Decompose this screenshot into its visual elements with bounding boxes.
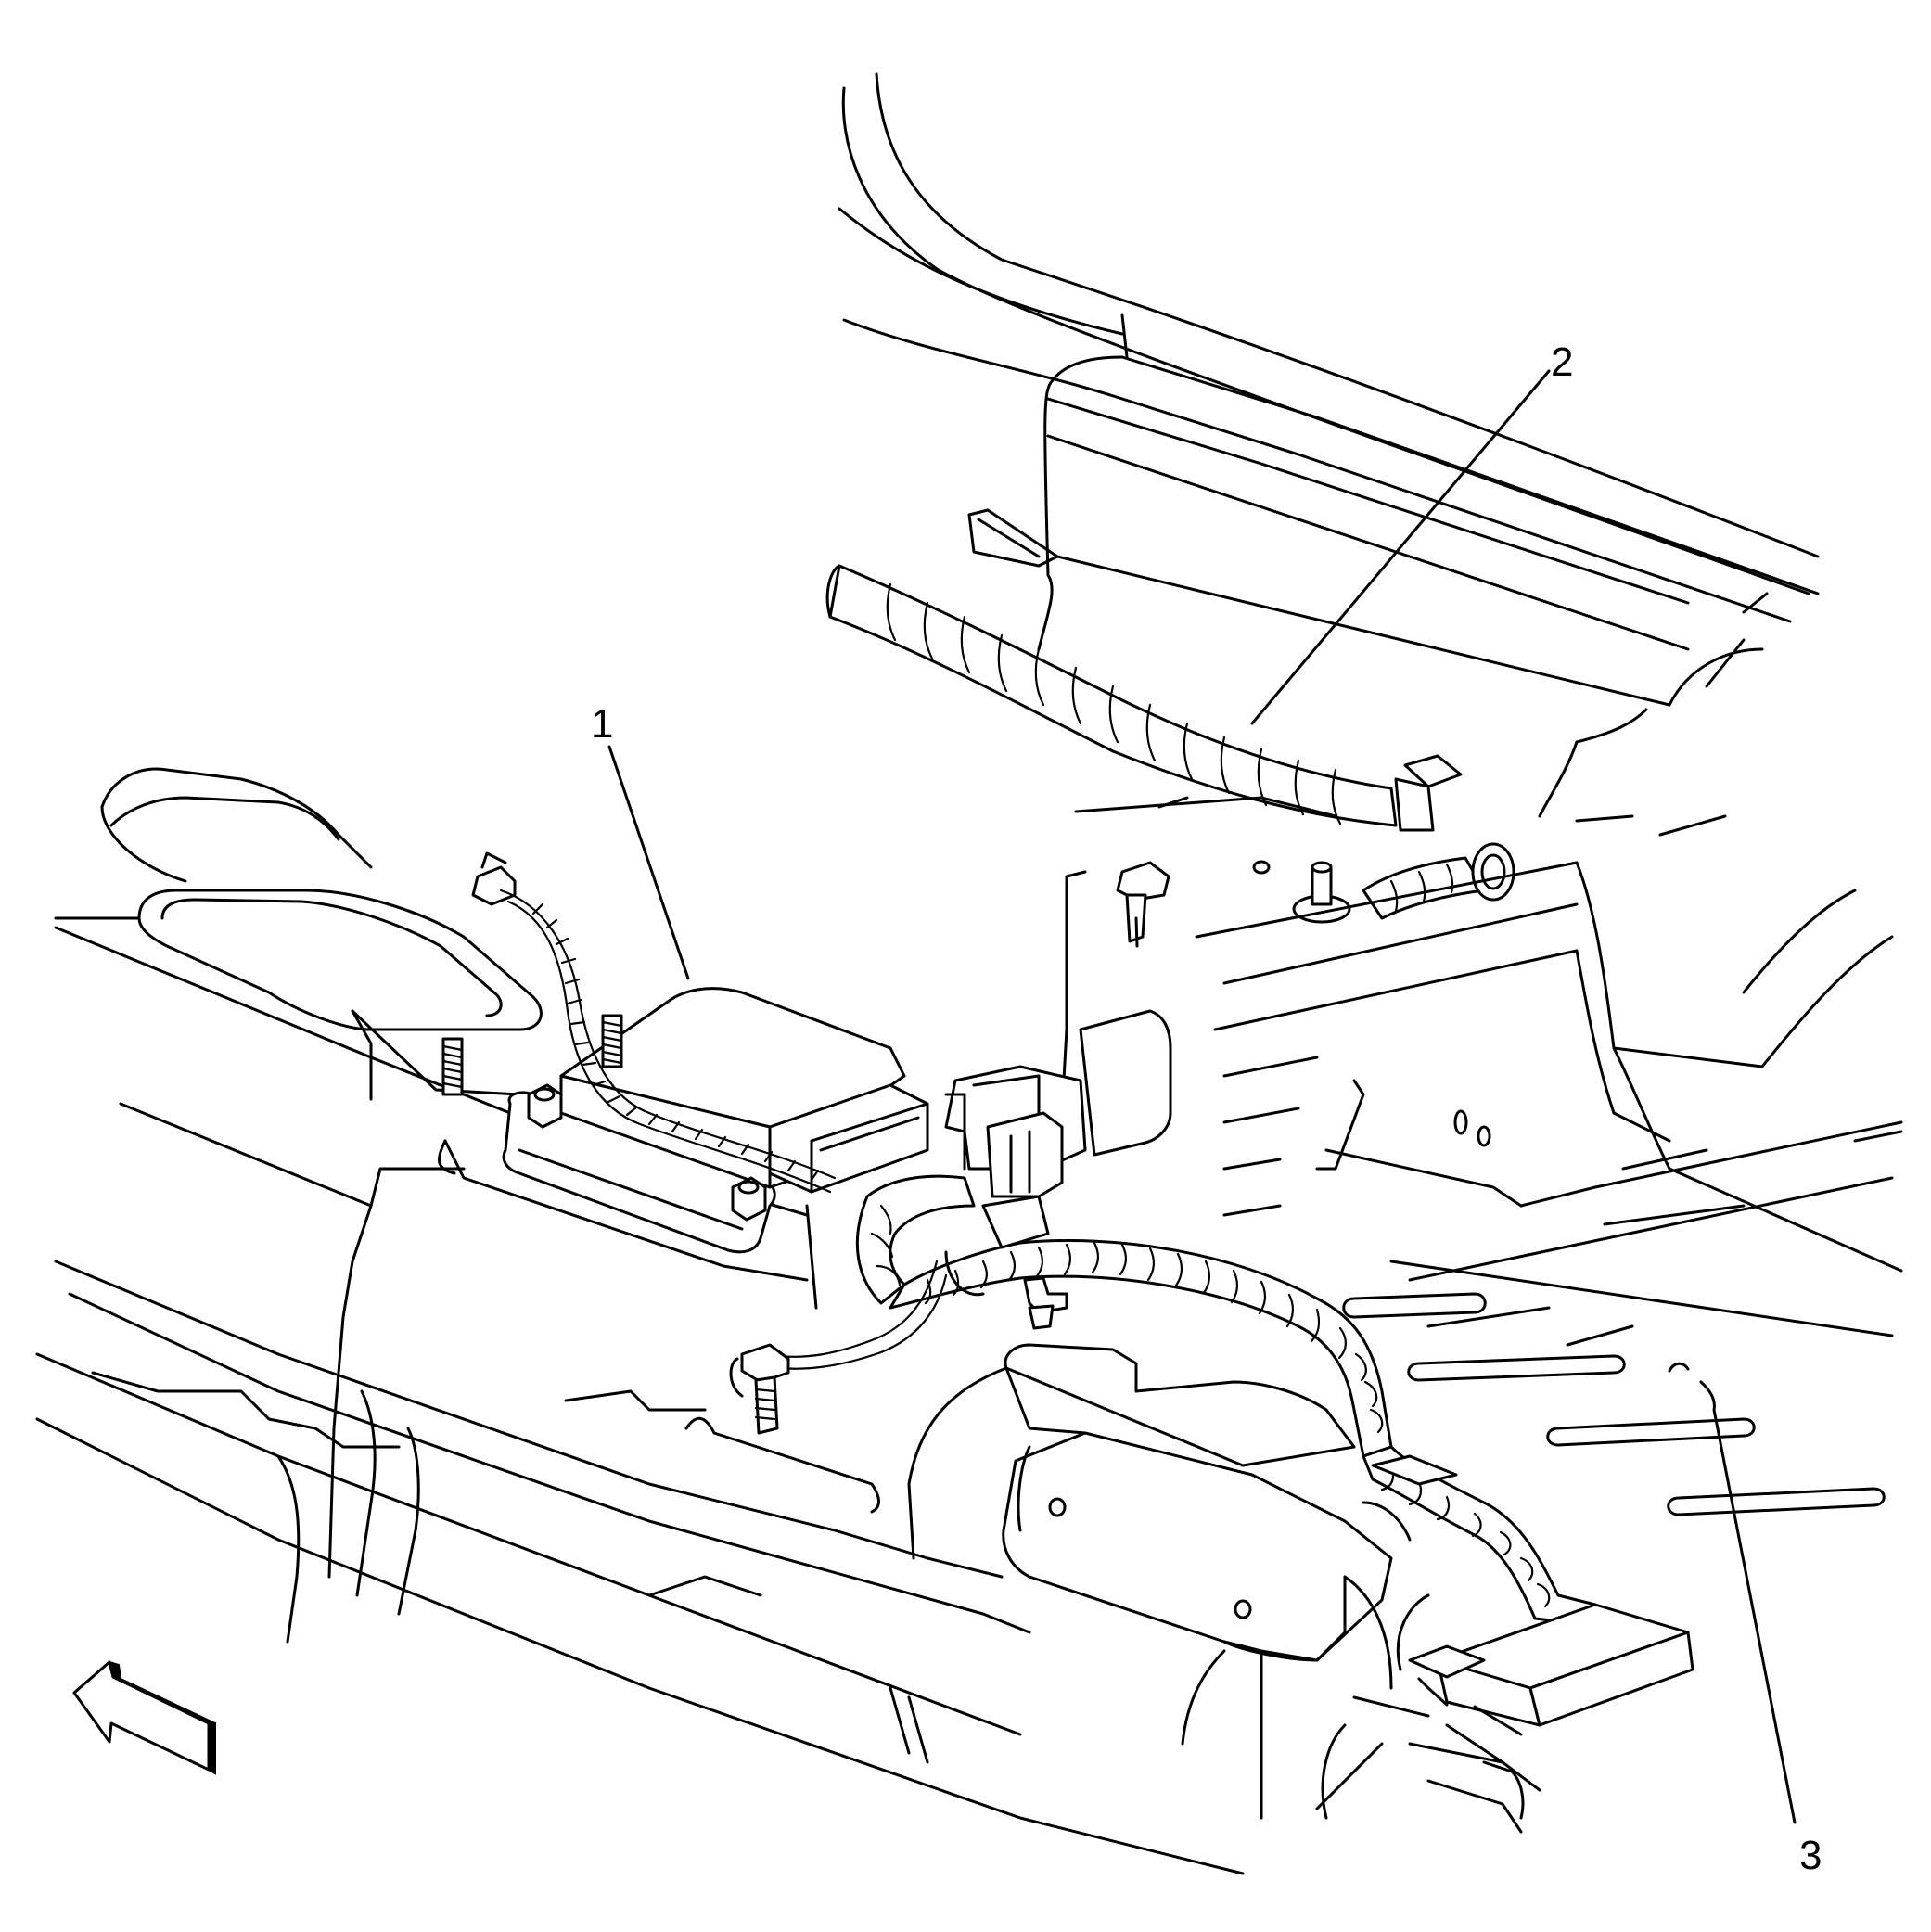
main-harness bbox=[777, 1174, 1597, 1625]
stud-lower-left bbox=[441, 1037, 464, 1096]
callout-3-label: 3 bbox=[1799, 1833, 1822, 1878]
dash-panel-structure bbox=[838, 72, 1820, 818]
stud-upper-left bbox=[601, 1014, 623, 1068]
floor-connector bbox=[1408, 1603, 1694, 1764]
floor-pan-right bbox=[1074, 796, 1903, 1347]
upper-harness bbox=[825, 564, 1515, 920]
restraint-module bbox=[559, 987, 929, 1194]
callout-leaders bbox=[607, 369, 1797, 1824]
callout-1-label: 1 bbox=[591, 701, 613, 747]
sensor-harness-branch bbox=[471, 851, 837, 1194]
lower-crossmember bbox=[907, 1343, 1541, 1834]
callout-2-label: 2 bbox=[1551, 339, 1573, 385]
nut-left bbox=[527, 1083, 563, 1129]
ground-bolt bbox=[729, 1343, 790, 1435]
harness-connector bbox=[944, 861, 1172, 1249]
front-direction-arrow-icon bbox=[72, 1660, 216, 1775]
tunnel-structure bbox=[35, 767, 1245, 1875]
floor-slots bbox=[1342, 1292, 1886, 1516]
module-studs bbox=[441, 1014, 767, 1222]
nut-right bbox=[731, 1176, 767, 1222]
module-bracket bbox=[351, 1009, 818, 1412]
